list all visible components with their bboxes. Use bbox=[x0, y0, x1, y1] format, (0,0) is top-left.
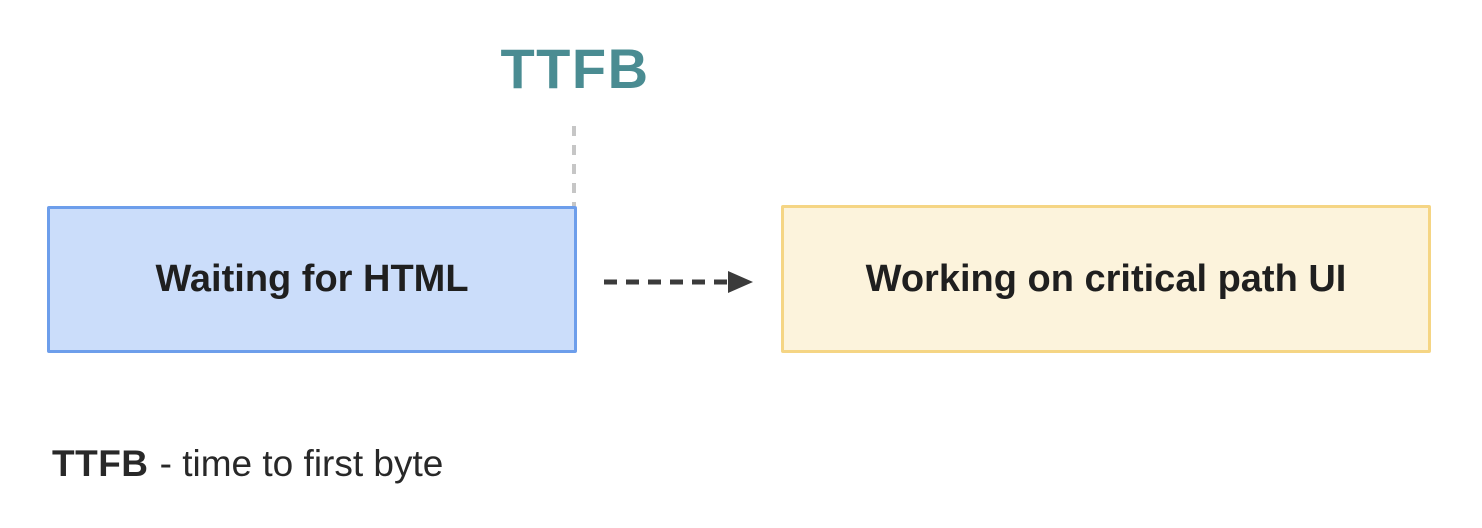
legend-term: TTFB bbox=[52, 443, 149, 484]
flow-arrow bbox=[604, 271, 753, 293]
node-working-on-critical-path-ui: Working on critical path UI bbox=[781, 205, 1431, 353]
legend-definition: - time to first byte bbox=[159, 443, 444, 484]
node-label: Waiting for HTML bbox=[155, 258, 469, 300]
node-waiting-for-html: Waiting for HTML bbox=[47, 206, 577, 353]
legend: TTFB- time to first byte bbox=[52, 443, 443, 485]
arrowhead-icon bbox=[728, 271, 753, 293]
diagram-title: TTFB bbox=[500, 37, 650, 100]
node-label: Working on critical path UI bbox=[865, 257, 1347, 300]
ttfb-guide-line bbox=[572, 126, 576, 206]
